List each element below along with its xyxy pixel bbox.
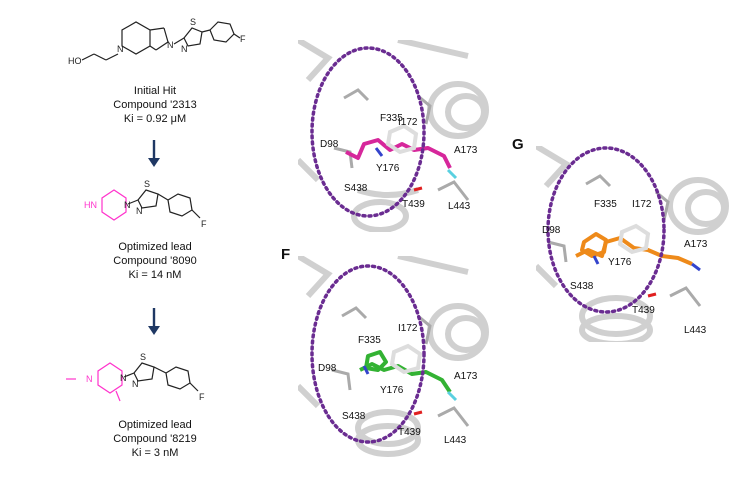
caption-line: Initial Hit [133, 85, 177, 97]
caption-line: Optimized lead [118, 419, 192, 431]
arrow-down [148, 308, 160, 335]
caption-line: Ki = 14 nM [128, 269, 182, 281]
caption-compound-2313: Initial Hit Compound '2313 Ki = 0.92 μM [80, 84, 230, 126]
protein-cartoon [298, 40, 489, 232]
atom-n: N [117, 44, 124, 54]
residue-label: I172 [632, 199, 652, 210]
atom-n: N [136, 206, 143, 216]
residue-label: S438 [344, 183, 368, 194]
residue-label: T439 [402, 199, 425, 210]
residue-label: A173 [454, 145, 478, 156]
atom-n: N [181, 44, 188, 54]
caption-line: Compound '2313 [113, 99, 197, 111]
arrow-down [148, 140, 160, 167]
residue-label: D98 [320, 139, 339, 150]
residue-label: D98 [542, 225, 561, 236]
residue-label: Y176 [608, 257, 632, 268]
atom-n: N [167, 40, 174, 50]
protein-cartoon [298, 256, 489, 457]
residue-label: I172 [398, 323, 418, 334]
structure-compound-8090: HN N N S F [84, 179, 207, 229]
residue-label: F335 [380, 113, 403, 124]
residue-label: S438 [342, 411, 366, 422]
residue-label: S438 [570, 281, 594, 292]
atom-s: S [144, 179, 150, 189]
atom-s: S [140, 352, 146, 362]
atom-n: N [132, 379, 139, 389]
caption-line: Ki = 3 nM [131, 447, 179, 459]
protein-cartoon [536, 146, 729, 342]
residue-label: A173 [454, 371, 478, 382]
panel-e: I172 F335 D98 A173 Y176 S438 T439 L443 [298, 40, 494, 232]
residue-label: D98 [318, 363, 337, 374]
residue-label: A173 [684, 239, 708, 250]
atom-f: F [199, 392, 205, 402]
structure-compound-2313: HO N N N S F [68, 17, 246, 66]
residue-label: Y176 [376, 163, 400, 174]
panel-letter-g: G [512, 136, 524, 153]
residue-label: L443 [448, 201, 471, 212]
residue-label: I172 [398, 117, 418, 128]
atom-n: N [124, 200, 131, 210]
atom-n: N [86, 374, 93, 384]
structure-compound-8219: N N N S F [66, 352, 205, 402]
caption-line: Ki = 0.92 μM [123, 113, 187, 125]
panel-g: F335 I172 D98 A173 Y176 S438 T439 L443 [536, 146, 732, 342]
panel-f: I172 F335 D98 A173 Y176 S438 T439 L443 [298, 256, 494, 460]
residue-label: T439 [632, 305, 655, 316]
caption-line: Compound '8090 [113, 255, 197, 267]
residue-label: T439 [398, 427, 421, 438]
atom-n: N [120, 373, 127, 383]
atom-hn: HN [84, 200, 97, 210]
caption-compound-8090: Optimized lead Compound '8090 Ki = 14 nM [80, 240, 230, 282]
caption-line: Compound '8219 [113, 433, 197, 445]
caption-line: Optimized lead [118, 241, 192, 253]
caption-compound-8219: Optimized lead Compound '8219 Ki = 3 nM [80, 418, 230, 460]
atom-f: F [240, 34, 246, 44]
residue-label: L443 [684, 325, 707, 336]
atom-s: S [190, 17, 196, 27]
atom-ho: HO [68, 56, 82, 66]
atom-f: F [201, 219, 207, 229]
residue-label: Y176 [380, 385, 404, 396]
panel-letter-f: F [281, 246, 291, 263]
residue-label: F335 [594, 199, 617, 210]
residue-label: L443 [444, 435, 467, 446]
residue-label: F335 [358, 335, 381, 346]
